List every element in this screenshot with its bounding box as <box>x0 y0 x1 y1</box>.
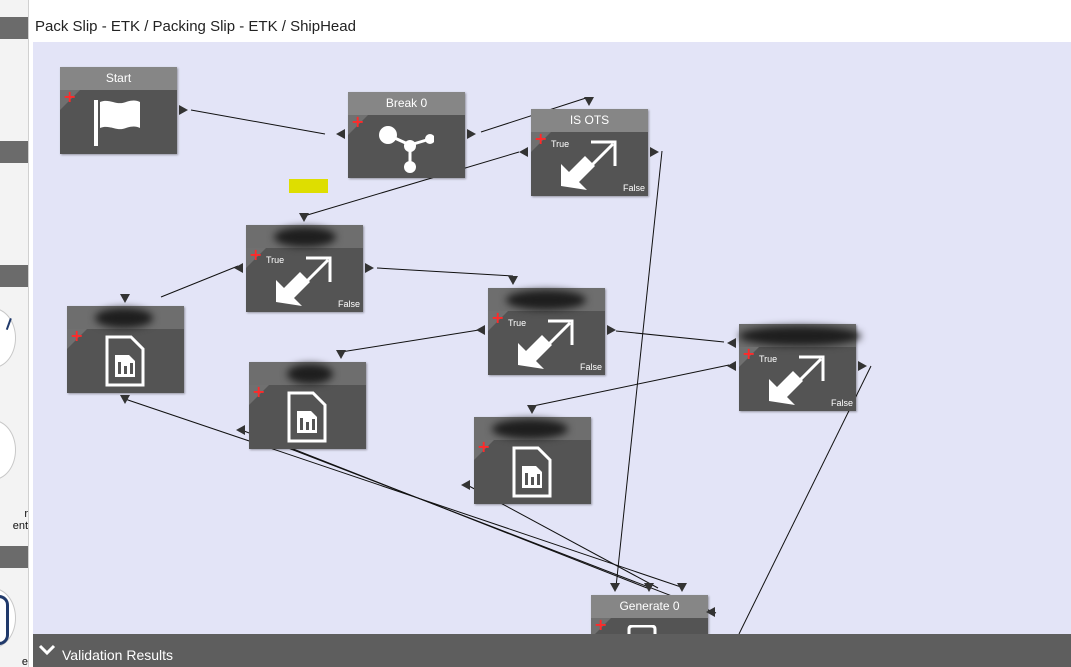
node-corner <box>60 90 80 110</box>
workflow-node-report[interactable]: + <box>67 294 184 404</box>
true-branch-label: True <box>266 255 285 265</box>
toolbox-item[interactable] <box>0 420 16 480</box>
workflow-canvas[interactable]: Start + Break 0 + IS OTS + True False <box>33 42 1071 634</box>
workflow-node-is-ots[interactable]: IS OTS + True False <box>519 97 659 196</box>
input-port[interactable] <box>299 213 309 222</box>
workflow-node-condition[interactable]: + True False <box>234 213 374 312</box>
node-corner <box>67 329 87 349</box>
flag-icon <box>94 100 140 146</box>
redacted-title <box>492 419 568 439</box>
toolbox-panel: r ent e <box>0 0 29 667</box>
node-corner <box>246 248 266 268</box>
add-icon[interactable]: + <box>594 615 608 634</box>
toolbox-section-header[interactable] <box>0 265 28 287</box>
input-port[interactable] <box>476 325 485 335</box>
output-port[interactable] <box>120 395 130 404</box>
input-port[interactable] <box>706 607 715 617</box>
output-port[interactable] <box>179 105 188 115</box>
node-title: Start <box>60 67 177 90</box>
node-corner <box>488 311 508 331</box>
output-port[interactable] <box>858 361 867 371</box>
break-branch-icon <box>379 126 434 173</box>
true-branch-label: True <box>759 354 778 364</box>
output-port[interactable] <box>467 129 476 139</box>
input-port[interactable] <box>336 129 345 139</box>
workflow-node-generate-0[interactable]: Generate 0 + <box>591 583 715 634</box>
workflow-node-start[interactable]: Start + <box>60 67 188 154</box>
add-icon[interactable]: + <box>534 129 548 148</box>
input-port[interactable] <box>727 338 736 348</box>
input-port[interactable] <box>584 97 594 106</box>
add-icon[interactable]: + <box>351 112 365 131</box>
output-port[interactable] <box>650 147 659 157</box>
node-title: Break 0 <box>348 92 465 115</box>
add-icon[interactable]: + <box>252 382 266 401</box>
node-corner <box>474 440 494 460</box>
node-corner <box>739 347 759 367</box>
node-title: Generate 0 <box>591 595 708 618</box>
input-port[interactable] <box>677 583 687 592</box>
condition-arrows-icon <box>518 319 574 369</box>
condition-arrows-icon <box>276 256 332 306</box>
add-icon[interactable]: + <box>477 437 491 456</box>
redacted-title <box>739 326 861 346</box>
input-port[interactable] <box>234 263 243 273</box>
toolbox-section-header[interactable] <box>0 546 28 568</box>
node-corner <box>249 385 269 405</box>
add-icon[interactable]: + <box>63 87 77 106</box>
input-port[interactable] <box>727 361 736 371</box>
highlight-marker <box>289 179 328 193</box>
redacted-title <box>287 364 333 384</box>
false-branch-label: False <box>579 362 602 372</box>
node-corner <box>591 618 611 634</box>
condition-arrows-icon <box>769 355 825 405</box>
redacted-title <box>506 290 586 310</box>
true-branch-label: True <box>551 139 570 149</box>
generate-icon <box>627 625 657 634</box>
report-document-icon <box>105 335 145 387</box>
validation-results-label: Validation Results <box>62 647 174 663</box>
toolbox-item-label: e <box>21 656 28 667</box>
true-branch-label: True <box>508 318 527 328</box>
output-port[interactable] <box>461 480 470 490</box>
breadcrumb: Pack Slip - ETK / Packing Slip - ETK / S… <box>35 18 356 35</box>
document-icon <box>0 595 9 645</box>
false-branch-label: False <box>337 299 360 309</box>
input-port[interactable] <box>527 405 537 414</box>
report-document-icon <box>512 446 552 498</box>
toolbox-item-label: r <box>24 508 28 520</box>
redacted-title <box>274 227 336 247</box>
input-port[interactable] <box>336 350 346 359</box>
validation-results-panel[interactable]: Validation Results <box>33 634 1071 667</box>
false-branch-label: False <box>622 183 645 193</box>
report-document-icon <box>287 391 327 443</box>
node-corner <box>531 132 551 152</box>
false-branch-label: False <box>830 398 853 408</box>
workflow-node-break-0[interactable]: Break 0 + <box>336 92 476 178</box>
toolbox-item-label: ent <box>12 520 28 532</box>
add-icon[interactable]: + <box>742 344 756 363</box>
toolbox-section-header[interactable] <box>0 17 28 39</box>
redacted-title <box>95 308 153 328</box>
input-port[interactable] <box>120 294 130 303</box>
workflow-node-report[interactable]: + <box>461 405 591 504</box>
output-port[interactable] <box>365 263 374 273</box>
chevron-down-icon[interactable] <box>37 640 57 660</box>
add-icon[interactable]: + <box>70 326 84 345</box>
node-title: IS OTS <box>531 109 648 132</box>
input-port[interactable] <box>519 147 528 157</box>
condition-arrows-icon <box>561 140 617 190</box>
workflow-node-condition[interactable]: + True False <box>727 324 867 411</box>
input-port[interactable] <box>508 276 518 285</box>
add-icon[interactable]: + <box>249 245 263 264</box>
output-port[interactable] <box>236 425 245 435</box>
input-port[interactable] <box>610 583 620 592</box>
input-port[interactable] <box>644 583 654 592</box>
node-corner <box>348 115 368 135</box>
toolbox-section-header[interactable] <box>0 141 28 163</box>
workflow-node-condition[interactable]: + True False <box>476 276 616 375</box>
output-port[interactable] <box>607 325 616 335</box>
workflow-node-report[interactable]: + <box>236 350 366 449</box>
add-icon[interactable]: + <box>491 308 505 327</box>
